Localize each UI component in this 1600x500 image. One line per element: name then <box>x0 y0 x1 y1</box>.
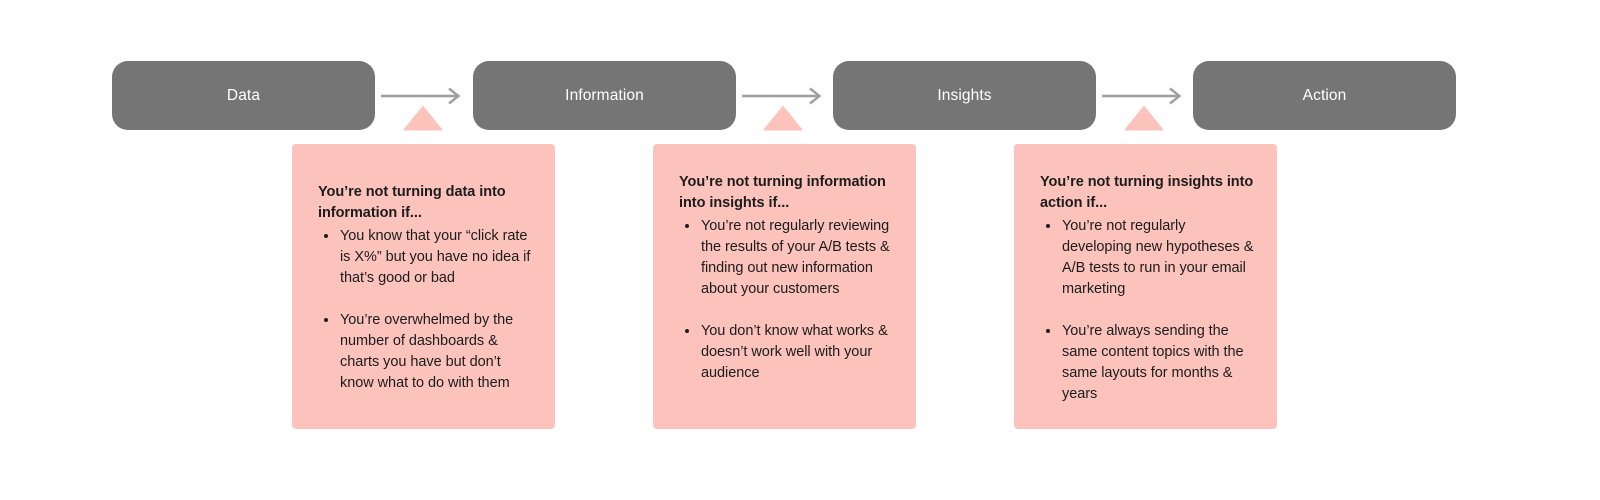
callout-bullet-text: You’re not regularly reviewing the resul… <box>701 218 890 298</box>
callout-card-information-to-insights: You’re not turning information into insi… <box>653 144 916 429</box>
callout-bullet-item: You’re not regularly reviewing the resul… <box>679 216 894 300</box>
callout-bullet-list: You know that your “click rate is X%” bu… <box>318 226 533 394</box>
callout-bullet-list: You’re not regularly developing new hypo… <box>1040 216 1255 405</box>
bullet-dot-icon <box>685 224 689 229</box>
callout-bullet-text: You know that your “click rate is X%” bu… <box>340 228 531 287</box>
stage-label-data: Data <box>226 86 261 104</box>
callout-heading: You’re not turning insights into action … <box>1040 174 1254 212</box>
callout-bullet-item: You know that your “click rate is X%” bu… <box>318 226 533 289</box>
callout-bullet-text: You don’t know what works & doesn’t work… <box>701 323 888 382</box>
callout-card-data-to-information: You’re not turning data into information… <box>292 144 555 429</box>
bullet-dot-icon <box>1046 329 1050 334</box>
bullet-dot-icon <box>324 318 328 323</box>
callout-bullet-list: You’re not regularly reviewing the resul… <box>679 216 894 384</box>
callout-heading: You’re not turning data into information… <box>318 184 506 222</box>
triangle-pointer-icon-3 <box>1124 105 1164 131</box>
arrow-right-icon-data-to-information <box>381 87 461 105</box>
stage-label-insights: Insights <box>937 86 992 104</box>
stage-box-action[interactable]: Action <box>1193 61 1456 130</box>
callout-bullet-item: You’re overwhelmed by the number of dash… <box>318 310 533 394</box>
stage-label-information: Information <box>565 86 644 104</box>
callout-bullet-text: You’re always sending the same content t… <box>1062 323 1244 403</box>
callout-bullet-item: You’re not regularly developing new hypo… <box>1040 216 1255 300</box>
callout-heading: You’re not turning information into insi… <box>679 174 886 212</box>
triangle-pointer-icon-1 <box>403 105 443 131</box>
callout-bullet-text: You’re not regularly developing new hypo… <box>1062 218 1254 298</box>
arrow-right-icon-information-to-insights <box>742 87 822 105</box>
bullet-dot-icon <box>1046 224 1050 229</box>
callout-card-insights-to-action: You’re not turning insights into action … <box>1014 144 1277 429</box>
stage-box-information[interactable]: Information <box>473 61 736 130</box>
arrow-right-icon-insights-to-action <box>1102 87 1182 105</box>
bullet-dot-icon <box>324 234 328 239</box>
stage-box-data[interactable]: Data <box>112 61 375 130</box>
callout-bullet-item: You’re always sending the same content t… <box>1040 321 1255 405</box>
callout-bullet-item: You don’t know what works & doesn’t work… <box>679 321 894 384</box>
stage-box-insights[interactable]: Insights <box>833 61 1096 130</box>
stage-label-action: Action <box>1302 86 1347 104</box>
triangle-pointer-icon-2 <box>763 105 803 131</box>
bullet-dot-icon <box>685 329 689 334</box>
callout-bullet-text: You’re overwhelmed by the number of dash… <box>340 312 514 392</box>
